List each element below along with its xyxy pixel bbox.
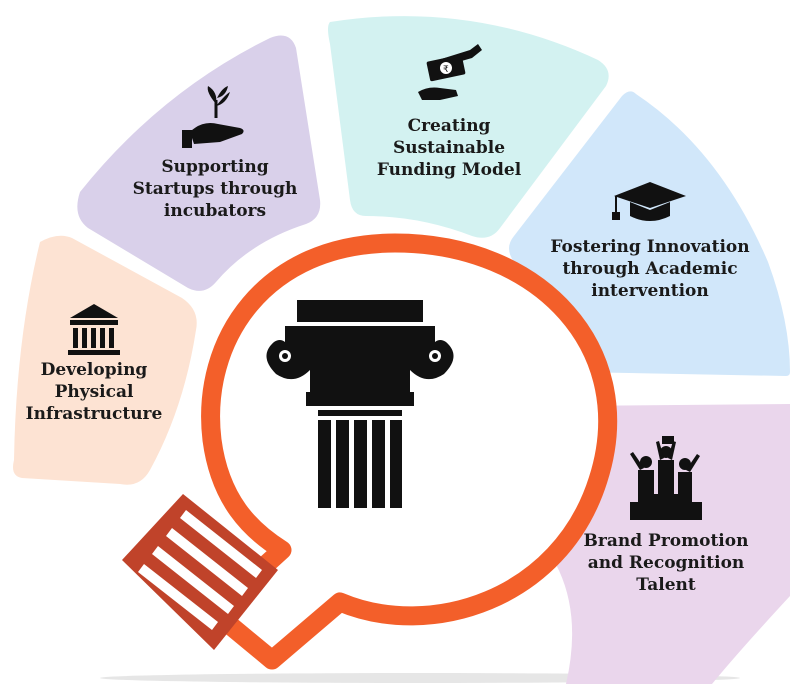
podium-winners-icon bbox=[630, 436, 702, 520]
label-line: Supporting bbox=[161, 157, 269, 177]
segment-label-infrastructure: Developing Physical Infrastructure bbox=[18, 359, 170, 425]
svg-text:₹: ₹ bbox=[443, 65, 449, 75]
bulb-base bbox=[122, 494, 278, 650]
label-line: Physical bbox=[54, 382, 134, 402]
plant-in-hand-icon bbox=[182, 86, 244, 148]
label-line: intervention bbox=[591, 281, 709, 301]
label-line: Funding Model bbox=[376, 160, 522, 180]
segment-infrastructure bbox=[13, 235, 197, 485]
segment-label-brand: Brand Promotion and Recognition Talent bbox=[574, 530, 758, 596]
label-line: Developing bbox=[40, 360, 148, 380]
label-line: Creating bbox=[407, 116, 491, 136]
segment-funding bbox=[328, 16, 609, 238]
label-line: Brand Promotion bbox=[583, 531, 749, 551]
money-exchange-icon: ₹ bbox=[418, 44, 482, 100]
label-line: Fostering Innovation bbox=[550, 237, 750, 257]
label-line: Startups through bbox=[132, 179, 298, 199]
label-line: and Recognition bbox=[587, 553, 745, 573]
label-line: Talent bbox=[636, 575, 696, 595]
bank-building-icon bbox=[68, 304, 120, 355]
label-line: Sustainable bbox=[392, 138, 506, 158]
label-line: through Academic bbox=[562, 259, 738, 279]
segment-startups bbox=[77, 35, 321, 291]
segment-label-funding: Creating Sustainable Funding Model bbox=[366, 115, 532, 181]
segment-label-startups: Supporting Startups through incubators bbox=[120, 156, 310, 222]
label-line: incubators bbox=[163, 201, 267, 221]
segment-academic bbox=[509, 91, 790, 376]
graduation-cap-icon bbox=[612, 182, 686, 221]
label-line: Infrastructure bbox=[25, 404, 163, 424]
segment-label-academic: Fostering Innovation through Academic in… bbox=[540, 236, 760, 302]
pillar-column-icon bbox=[266, 300, 454, 508]
